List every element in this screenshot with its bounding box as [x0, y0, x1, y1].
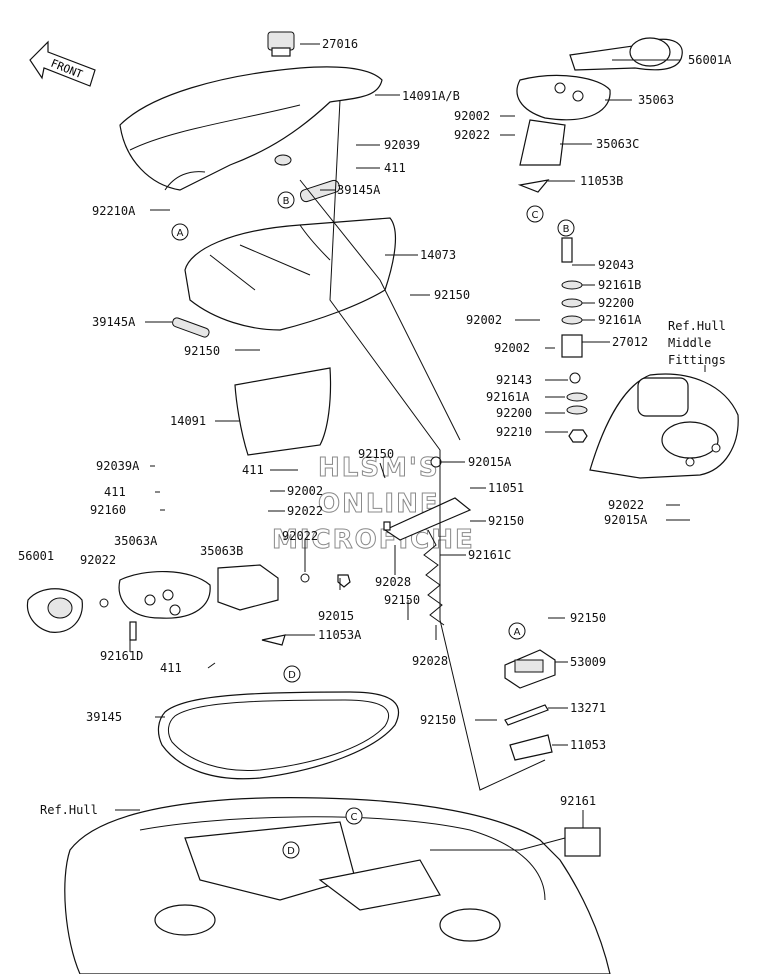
- part-label: 92161B: [598, 278, 641, 292]
- callout-B-top: B: [277, 191, 295, 209]
- svg-text:C: C: [532, 210, 539, 221]
- part-label: 92002: [466, 313, 502, 327]
- svg-text:A: A: [177, 228, 184, 239]
- part-label: 92161C: [468, 548, 511, 562]
- part-label: 92161A: [486, 390, 530, 404]
- ref-hull-middle-line-1: Ref.Hull: [668, 319, 726, 333]
- part-label: 92161D: [100, 649, 143, 663]
- part-label: 92028: [412, 654, 448, 668]
- latch-assembly-drawing: [504, 649, 556, 761]
- part-label: 92039A: [96, 459, 140, 473]
- handle-assembly-right-drawing: [516, 37, 683, 193]
- part-label: 92143: [496, 373, 532, 387]
- pad-39145A-top: [299, 179, 341, 203]
- callout-D-left: D: [283, 665, 301, 683]
- part-label: 13271: [570, 701, 606, 715]
- callout-C-hull: C: [345, 807, 363, 825]
- part-label: 53009: [570, 655, 606, 669]
- ref-hull-middle-line-3: Fittings: [668, 353, 726, 367]
- part-label: 11053: [570, 738, 606, 752]
- bin-14091-drawing: [234, 367, 332, 456]
- part-label: 92210: [496, 425, 532, 439]
- part-label: 92022: [608, 498, 644, 512]
- pad-39145A-left: [172, 317, 210, 338]
- bolt-stack-drawing: [561, 237, 588, 443]
- hull-drawing: [64, 797, 611, 974]
- part-label: 14073: [420, 248, 456, 262]
- part-label: 92161: [560, 794, 596, 808]
- callout-C-top: C: [526, 205, 544, 223]
- callout-A-right: A: [508, 622, 526, 640]
- part-label: 92022: [454, 128, 490, 142]
- part-label: 92039: [384, 138, 420, 152]
- part-label: 92150: [420, 713, 456, 727]
- part-label: 92150: [434, 288, 470, 302]
- hull-middle-fittings-drawing: [589, 373, 739, 479]
- part-label: 39145A: [92, 315, 136, 329]
- part-label: 27012: [612, 335, 648, 349]
- seat-tray-drawing: [184, 217, 396, 331]
- handle-assembly-left-drawing: [26, 564, 351, 646]
- part-label: 92002: [494, 341, 530, 355]
- part-label: 39145A: [337, 183, 381, 197]
- part-label: 92161A: [598, 313, 642, 327]
- part-label: 35063: [638, 93, 674, 107]
- part-labels: 27016 14091A/B 92039 411 39145A 92210A 1…: [18, 37, 732, 808]
- svg-text:C: C: [351, 812, 358, 823]
- svg-text:B: B: [283, 196, 290, 207]
- part-label: 27016: [322, 37, 358, 51]
- part-label: 35063B: [200, 544, 243, 558]
- part-label: 39145: [86, 710, 122, 724]
- callout-D-hull: D: [282, 841, 300, 859]
- svg-text:D: D: [288, 670, 296, 681]
- svg-text:A: A: [514, 627, 521, 638]
- part-label: 92043: [598, 258, 634, 272]
- part-label: 11051: [488, 481, 524, 495]
- part-label: 14091A/B: [402, 89, 460, 103]
- ref-hull-middle-line-2: Middle: [668, 336, 711, 350]
- part-label: 92160: [90, 503, 126, 517]
- part-label: 92022: [80, 553, 116, 567]
- part-label: 411: [384, 161, 406, 175]
- part-label: 92015A: [468, 455, 512, 469]
- svg-text:B: B: [563, 224, 570, 235]
- part-label: 92150: [384, 593, 420, 607]
- front-arrow-icon: FRONT: [29, 40, 96, 87]
- part-label: 92002: [287, 484, 323, 498]
- part-label: 92150: [570, 611, 606, 625]
- part-label: 92150: [488, 514, 524, 528]
- part-label: 92150: [358, 447, 394, 461]
- part-label: 92002: [454, 109, 490, 123]
- leader-lines: [115, 43, 706, 851]
- callout-circles: A B C B D A C D: [171, 191, 575, 859]
- spring-assembly-drawing: [383, 456, 472, 626]
- part-label: 411: [160, 661, 182, 675]
- part-label: 56001: [18, 549, 54, 563]
- part-label: 411: [242, 463, 264, 477]
- callout-A-top: A: [171, 223, 189, 241]
- part-label: 92150: [184, 344, 220, 358]
- gasket-39145-drawing: [157, 691, 400, 780]
- part-label: 92200: [496, 406, 532, 420]
- part-label: 92022: [282, 529, 318, 543]
- part-label: 92015: [318, 609, 354, 623]
- seat-cover-drawing: [119, 31, 383, 191]
- part-label: 92200: [598, 296, 634, 310]
- part-label: 92015A: [604, 513, 648, 527]
- part-label: 92028: [375, 575, 411, 589]
- watermark-line-1: HLSM'S: [318, 453, 440, 483]
- part-label: 14091: [170, 414, 206, 428]
- part-label: 11053B: [580, 174, 623, 188]
- ref-hull: Ref.Hull: [40, 803, 98, 817]
- part-label: 35063C: [596, 137, 639, 151]
- callout-B-right: B: [557, 219, 575, 237]
- part-label: 35063A: [114, 534, 158, 548]
- svg-text:D: D: [287, 846, 295, 857]
- part-label: 56001A: [688, 53, 732, 67]
- part-label: 411: [104, 485, 126, 499]
- part-label: 92022: [287, 504, 323, 518]
- part-label: 92210A: [92, 204, 136, 218]
- part-label: 11053A: [318, 628, 362, 642]
